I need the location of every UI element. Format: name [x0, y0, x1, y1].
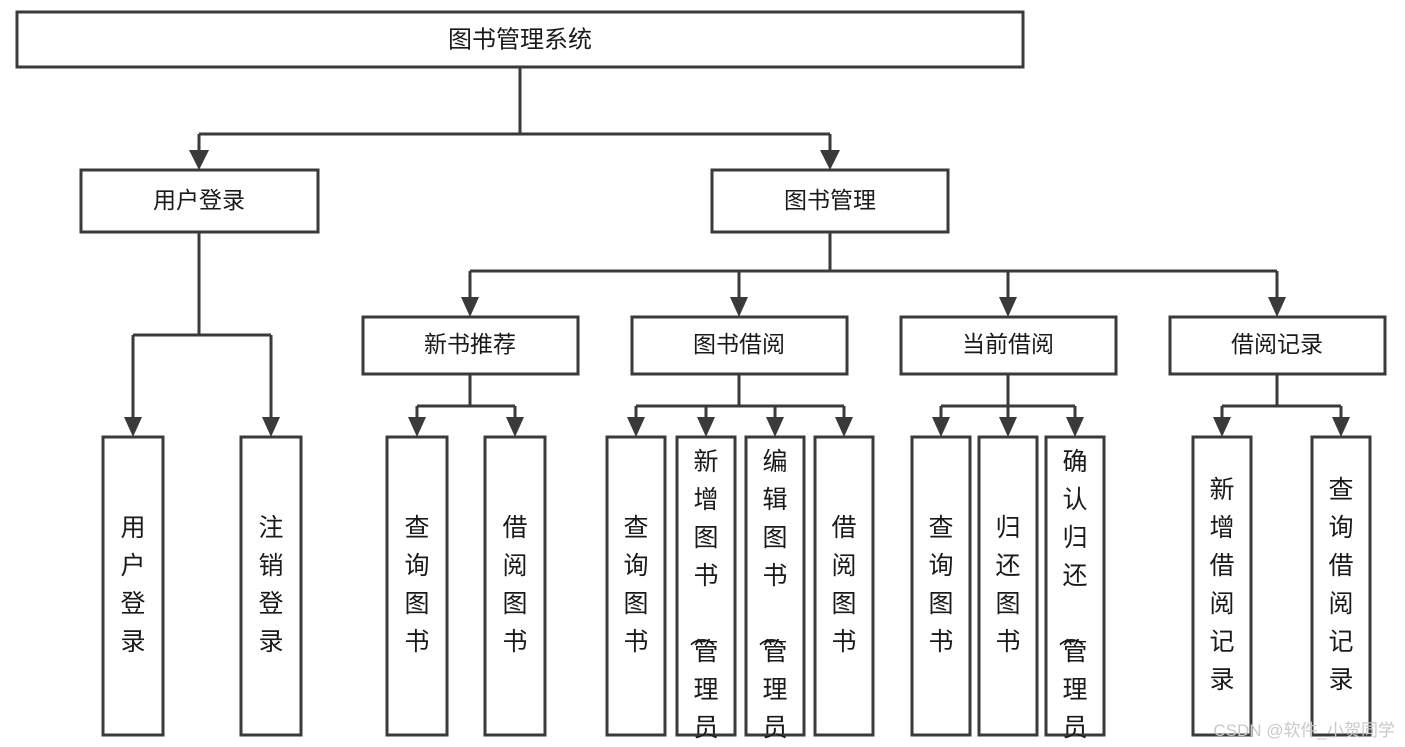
node-leaf-edit-book[interactable]: 编辑图书（管理员）	[744, 435, 806, 747]
node-leaf-user-login[interactable]: 用户登录	[101, 435, 165, 737]
node-leaf-borrow-book-2-label: 借阅图书	[831, 514, 856, 656]
node-leaf-borrow-book-2-box[interactable]	[813, 435, 875, 737]
node-leaf-add-book-box[interactable]	[675, 435, 737, 737]
node-leaf-query-record[interactable]: 查询借阅记录	[1310, 435, 1372, 737]
node-book-borrow[interactable]: 图书借阅	[630, 315, 849, 376]
node-user-login-box[interactable]	[79, 168, 320, 234]
node-leaf-borrow-book-1-label: 借阅图书	[502, 514, 527, 656]
node-root-label: 图书管理系统	[448, 26, 592, 53]
node-leaf-edit-book-box[interactable]	[744, 435, 806, 737]
node-leaf-borrow-book-1-box[interactable]	[483, 435, 547, 737]
node-borrow-record[interactable]: 借阅记录	[1168, 315, 1387, 376]
node-leaf-return-book-box[interactable]	[977, 435, 1039, 737]
node-user-login-label: 用户登录	[153, 187, 245, 213]
node-leaf-borrow-book-1[interactable]: 借阅图书	[483, 435, 547, 737]
node-leaf-add-book-label: 新增图书（管理员）	[687, 448, 718, 747]
node-leaf-edit-book-label: 编辑图书（管理员）	[756, 448, 787, 747]
node-leaf-add-record[interactable]: 新增借阅记录	[1191, 435, 1253, 737]
arrow-to-current-borrow	[999, 297, 1017, 317]
arrow-to-book-borrow	[730, 297, 748, 317]
connector-layer	[124, 67, 1350, 437]
node-leaf-borrow-book-2[interactable]: 借阅图书	[813, 435, 875, 737]
node-leaf-query-record-label: 查询借阅记录	[1328, 476, 1353, 694]
node-leaf-confirm-return-box[interactable]	[1044, 435, 1106, 737]
node-leaf-logout-box[interactable]	[239, 435, 303, 737]
node-book-borrow-label: 图书借阅	[693, 331, 785, 357]
arrow-to-leaf-borrow-book-2	[835, 417, 853, 437]
arrow-to-leaf-return-book	[999, 417, 1017, 437]
node-leaf-logout-label: 注销登录	[258, 514, 283, 656]
node-root[interactable]: 图书管理系统	[15, 10, 1025, 69]
node-leaf-query-book-1-box[interactable]	[385, 435, 449, 737]
node-leaf-add-record-box[interactable]	[1191, 435, 1253, 737]
node-book-management-box[interactable]	[710, 168, 950, 234]
node-book-borrow-box[interactable]	[630, 315, 849, 376]
node-leaf-user-login-box[interactable]	[101, 435, 165, 737]
node-leaf-confirm-return-label: 确认归还（管理员）	[1056, 448, 1087, 747]
node-leaf-return-book-label: 归还图书	[995, 514, 1020, 656]
node-book-management-label: 图书管理	[784, 187, 876, 213]
arrow-to-leaf-query-book-2	[627, 417, 645, 437]
node-leaf-add-book[interactable]: 新增图书（管理员）	[675, 435, 737, 747]
node-leaf-return-book[interactable]: 归还图书	[977, 435, 1039, 737]
arrow-to-leaf-query-book-1	[408, 417, 426, 437]
node-leaf-confirm-return[interactable]: 确认归还（管理员）	[1044, 435, 1106, 747]
node-new-book-recommend-box[interactable]	[361, 315, 580, 376]
arrow-to-leaf-user-login	[124, 417, 142, 437]
leaf-layer: 用户登录 注销登录 查询图书 借阅图书 查询图书 新增图书（管理员） 编辑图书（管理员） 借阅…	[101, 435, 1372, 747]
arrow-to-leaf-edit-book	[766, 417, 784, 437]
arrow-to-borrow-record	[1268, 297, 1286, 317]
node-new-book-recommend[interactable]: 新书推荐	[361, 315, 580, 376]
node-leaf-query-book-1-label: 查询图书	[404, 514, 429, 656]
arrow-to-leaf-logout	[262, 417, 280, 437]
node-borrow-record-box[interactable]	[1168, 315, 1387, 376]
node-leaf-logout[interactable]: 注销登录	[239, 435, 303, 737]
node-book-management[interactable]: 图书管理	[710, 168, 950, 234]
arrow-to-leaf-query-record	[1332, 417, 1350, 437]
node-leaf-query-book-3-box[interactable]	[910, 435, 972, 737]
node-new-book-recommend-label: 新书推荐	[424, 331, 516, 357]
node-leaf-add-record-label: 新增借阅记录	[1209, 476, 1234, 694]
node-leaf-query-book-3[interactable]: 查询图书	[910, 435, 972, 737]
node-current-borrow[interactable]: 当前借阅	[899, 315, 1118, 376]
node-leaf-query-book-1[interactable]: 查询图书	[385, 435, 449, 737]
arrow-to-user-login	[189, 150, 209, 170]
arrow-to-book-management	[820, 150, 840, 170]
node-root-box[interactable]	[15, 10, 1025, 69]
node-leaf-user-login-label: 用户登录	[120, 514, 145, 656]
arrow-to-new-book-recommend	[461, 297, 479, 317]
node-leaf-query-book-2-label: 查询图书	[623, 514, 648, 656]
node-current-borrow-box[interactable]	[899, 315, 1118, 376]
node-leaf-query-book-2-box[interactable]	[605, 435, 667, 737]
node-leaf-query-record-box[interactable]	[1310, 435, 1372, 737]
arrow-to-leaf-add-book	[697, 417, 715, 437]
arrow-to-leaf-confirm-return	[1066, 417, 1084, 437]
node-leaf-query-book-3-label: 查询图书	[928, 514, 953, 656]
node-leaf-query-book-2[interactable]: 查询图书	[605, 435, 667, 737]
arrow-to-leaf-query-book-3	[932, 417, 950, 437]
arrow-to-leaf-add-record	[1213, 417, 1231, 437]
node-borrow-record-label: 借阅记录	[1231, 331, 1323, 357]
arrow-to-leaf-borrow-book-1	[506, 417, 524, 437]
node-current-borrow-label: 当前借阅	[962, 331, 1054, 357]
node-user-login[interactable]: 用户登录	[79, 168, 320, 234]
